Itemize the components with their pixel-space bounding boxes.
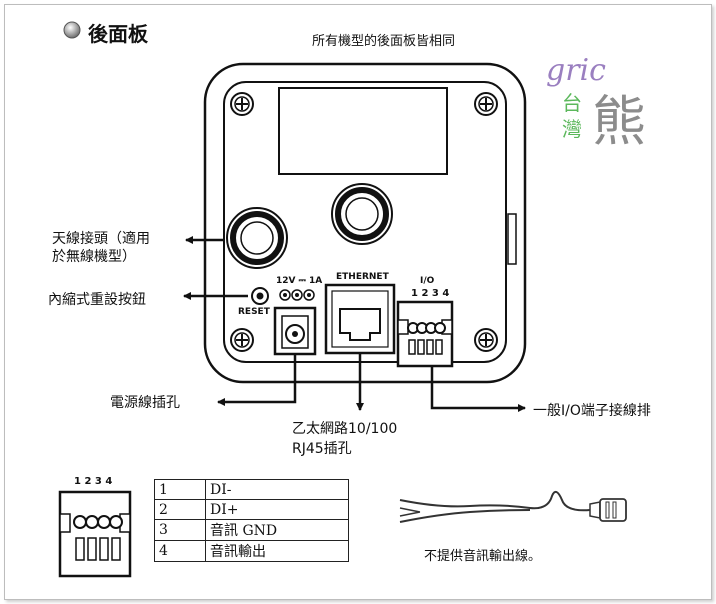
ethernet-port: [324, 283, 396, 355]
antenna-connector-label-cont: 於無線機型）: [52, 249, 136, 265]
terminal-block-detail: [58, 490, 132, 578]
power-jack: [273, 306, 317, 356]
reset-label: RESET: [238, 307, 271, 317]
power-rating-label: 12V ⎓ 1A: [276, 276, 322, 286]
table-row: 1 DI-: [154, 479, 349, 500]
io-arrow: [430, 366, 526, 412]
audio-cable-illustration: [399, 490, 627, 523]
table-row: 4 音訊輸出: [154, 540, 349, 562]
screw-icon: [230, 328, 254, 352]
pin-number: 2: [154, 499, 206, 520]
terminal-pin-numbers: 1 2 3 4: [74, 476, 112, 487]
pin-number: 3: [154, 519, 206, 541]
io-label: I/O: [420, 276, 435, 286]
pin-number: 1: [154, 479, 206, 500]
ethernet-label: ETHERNET: [336, 272, 390, 282]
watermark-cjk-2: 灣: [562, 117, 582, 141]
antenna-connector: [331, 183, 393, 245]
polarity-icon: [279, 289, 315, 301]
label-area: [278, 87, 448, 175]
screw-icon: [474, 328, 498, 352]
pin-assignment-table: 1 DI- 2 DI+ 3 音訊 GND 4 音訊輸出: [154, 479, 349, 562]
pin-description: 音訊輸出: [205, 540, 349, 562]
io-terminal-label: 一般I/O端子接線排: [533, 403, 651, 419]
screw-icon: [474, 92, 498, 116]
antenna-connector: [226, 207, 288, 269]
reset-button-label: 內縮式重設按鈕: [48, 292, 146, 308]
ethernet-port-label: 乙太網路10/100: [292, 421, 398, 437]
watermark-logo: gric 台 灣 熊: [546, 53, 646, 153]
watermark-cjk-big: 熊: [592, 90, 646, 153]
io-pin-numbers: 1 2 3 4: [411, 288, 449, 299]
power-arrow: [217, 354, 297, 406]
power-jack-label: 電源線插孔: [110, 395, 180, 411]
image-frame: [4, 4, 712, 600]
table-row: 2 DI+: [154, 499, 349, 520]
no-audio-cable-note: 不提供音訊輸出線。: [424, 549, 542, 564]
screw-icon: [230, 92, 254, 116]
table-row: 3 音訊 GND: [154, 519, 349, 541]
watermark-cjk-1: 台: [562, 91, 582, 115]
bullet-icon: [63, 21, 81, 39]
subtitle: 所有機型的後面板皆相同: [312, 34, 456, 49]
side-slot: [507, 213, 517, 265]
ethernet-port-label-cont: RJ45插孔: [292, 441, 352, 457]
pin-description: DI+: [205, 499, 349, 520]
section-title: 後面板: [88, 22, 148, 46]
reset-button: [251, 287, 269, 305]
pin-number: 4: [154, 540, 206, 562]
watermark-latin: gric: [546, 53, 606, 88]
io-terminal-block: [396, 300, 454, 368]
pin-description: 音訊 GND: [205, 519, 349, 541]
pin-description: DI-: [205, 479, 349, 500]
antenna-connector-label: 天線接頭（適用: [52, 231, 150, 247]
